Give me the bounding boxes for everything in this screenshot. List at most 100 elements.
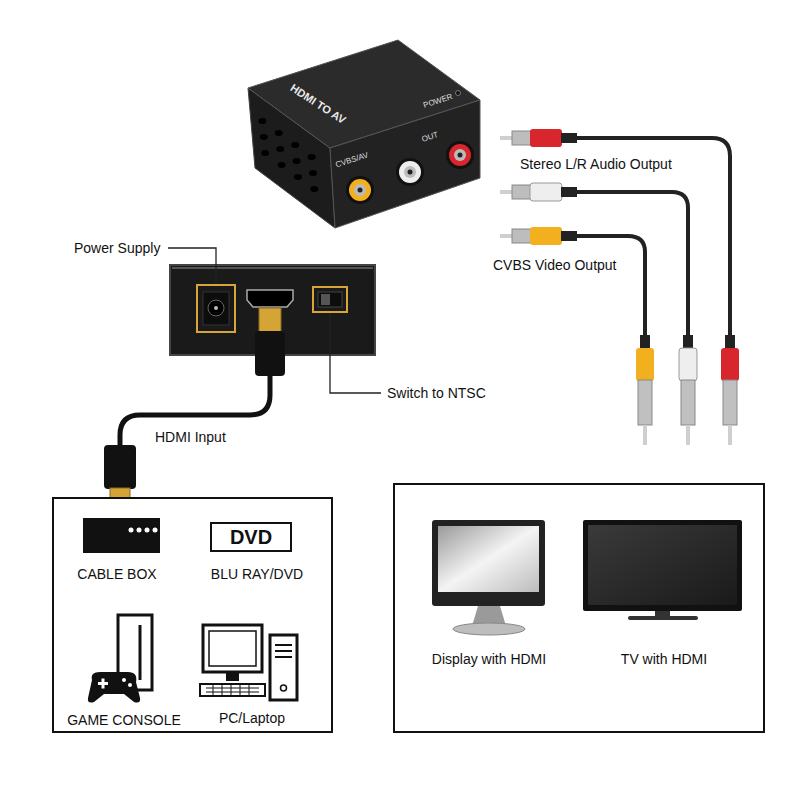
rca-jack-yellow	[346, 176, 374, 204]
hdmi-cable	[255, 331, 285, 376]
rca-plug-white	[512, 185, 531, 199]
rca-plug-white	[500, 183, 577, 201]
rca-plug-red	[500, 129, 577, 147]
vent-holes	[308, 154, 316, 160]
rca-plug-red	[512, 131, 531, 145]
pc-icon	[200, 625, 297, 700]
vent-holes	[276, 146, 284, 152]
vent-holes	[278, 162, 286, 168]
converter-device	[248, 40, 480, 228]
back-panel	[172, 267, 373, 269]
cable-box-icon	[83, 518, 160, 553]
rca-plug-yellow	[561, 231, 577, 241]
rca-plug-red	[721, 335, 739, 445]
back-panel	[214, 306, 218, 310]
rca-jack-red	[449, 144, 471, 166]
rca-plug-yellow	[512, 229, 531, 243]
vent-holes	[310, 186, 318, 192]
rca-plug-white	[679, 335, 697, 445]
monitor-icon	[432, 520, 545, 606]
game-console-icon	[139, 625, 142, 680]
display-panel: Display with HDMITV with HDMI	[393, 483, 765, 733]
game-console-icon	[128, 683, 132, 687]
cable-box-icon	[153, 528, 158, 533]
rca-plug-yellow	[643, 425, 647, 445]
pc-icon	[206, 684, 259, 696]
rca-plug-red	[561, 133, 577, 143]
back-panel	[321, 294, 330, 305]
device-label: GAME CONSOLE	[67, 712, 181, 728]
rca-plug-yellow	[636, 335, 654, 445]
back-panel	[208, 300, 224, 316]
callout-text: Power Supply	[74, 240, 160, 256]
device-label: PC/Laptop	[219, 710, 285, 726]
rca-jack-yellow	[346, 176, 374, 204]
monitor-icon	[432, 520, 545, 635]
rca-jack-red	[454, 149, 466, 161]
tv-icon	[583, 520, 742, 611]
game-console-icon	[88, 672, 140, 703]
callout-text: CVBS Video Output	[493, 257, 616, 273]
pc-icon	[275, 645, 292, 657]
rca-plug-white	[681, 380, 695, 425]
rca-jack-white	[408, 170, 413, 175]
callout-text: Stereo L/R Audio Output	[520, 156, 672, 172]
rca-plug-white	[683, 335, 693, 349]
rca-cable	[575, 236, 645, 337]
vent-holes	[258, 118, 318, 192]
port-label: CVBS/AV	[334, 150, 369, 169]
rca-jack-white	[399, 161, 421, 183]
game-console-icon	[122, 678, 126, 682]
hdmi-cable	[259, 308, 281, 332]
vent-holes	[258, 118, 266, 124]
device-label: Display with HDMI	[432, 651, 546, 667]
dvd-logo-box: DVD	[210, 522, 292, 552]
vent-holes	[275, 130, 283, 136]
hdmi-cable	[104, 308, 285, 498]
rca-plug-yellow	[636, 348, 654, 381]
cable-box-icon	[137, 528, 142, 533]
leader-line	[168, 248, 216, 284]
port-label: OUT	[421, 130, 440, 144]
rca-jack-white	[396, 158, 424, 186]
device-title: HDMI TO AV	[288, 81, 348, 126]
vent-holes	[293, 158, 301, 164]
vent-holes	[294, 174, 302, 180]
pc-icon	[281, 685, 287, 691]
vent-holes	[309, 170, 317, 176]
source-panel: CABLE BOXBLU RAY/DVDGAME CONSOLEPC/Lapto…	[52, 497, 333, 733]
callout-text: HDMI Input	[155, 429, 226, 445]
leader-line	[330, 313, 381, 393]
tv-icon	[655, 611, 670, 616]
back-panel	[313, 287, 347, 312]
hdmi-cable	[104, 445, 136, 489]
monitor-icon	[438, 526, 539, 592]
tv-icon	[588, 525, 737, 605]
rca-plug-white	[686, 425, 690, 445]
led-label: POWER	[422, 92, 454, 110]
cable-box-icon	[83, 518, 160, 553]
vent-holes	[261, 150, 269, 156]
rca-jack-red	[446, 141, 474, 169]
rca-plug-yellow	[638, 380, 652, 425]
rca-plug-white	[679, 348, 697, 381]
rca-jack-yellow	[358, 188, 363, 193]
game-console-icon	[88, 615, 152, 703]
back-panel	[203, 292, 229, 325]
rca-plug-red	[723, 380, 737, 425]
rca-jack-yellow	[349, 179, 371, 201]
rca-jack-red	[446, 141, 474, 169]
pc-icon	[203, 625, 262, 672]
rca-jack-white	[404, 166, 416, 178]
pc-icon	[209, 631, 256, 666]
pc-icon	[226, 672, 239, 681]
hdmi-cable	[120, 375, 270, 446]
pc-icon	[200, 684, 265, 696]
back-panel	[247, 290, 293, 307]
logo-text: DVD	[230, 526, 272, 549]
cable-box-icon	[129, 528, 134, 533]
leader-line	[168, 248, 381, 393]
rca-plug-red	[721, 348, 739, 381]
pc-icon	[270, 635, 297, 700]
